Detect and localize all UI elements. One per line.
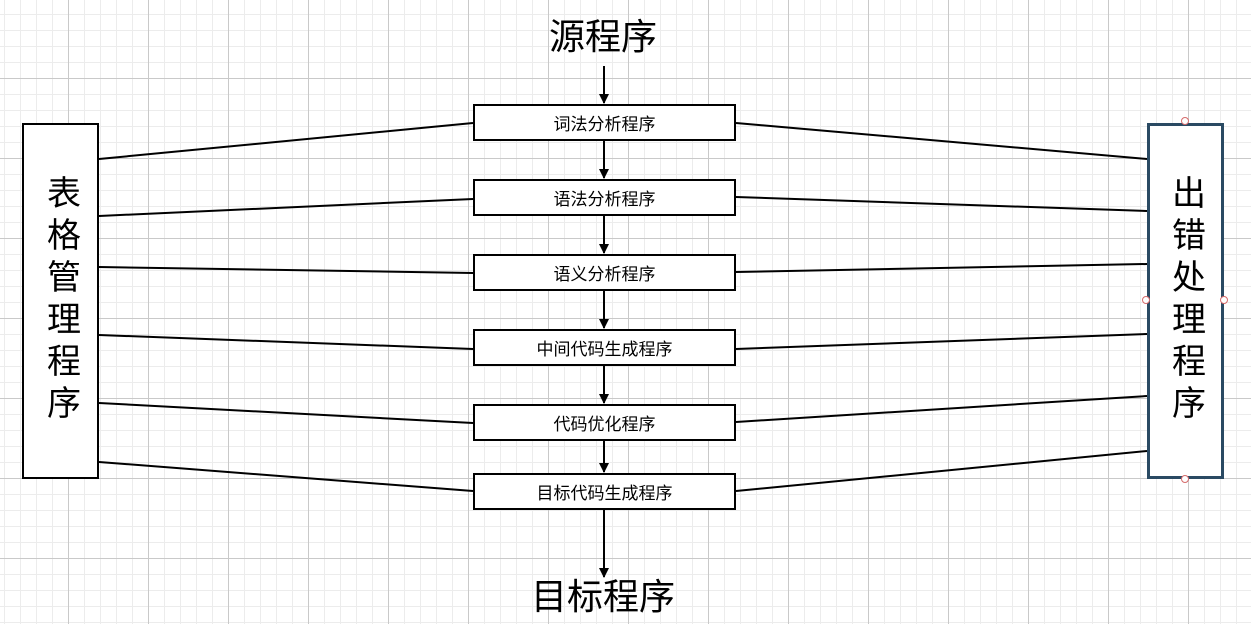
stage-box-target-code[interactable]: 目标代码生成程序 bbox=[473, 473, 736, 510]
target-program-label: 目标程序 bbox=[531, 577, 676, 618]
table-manager-link-intermediate bbox=[98, 334, 474, 350]
table-manager-link-semantic bbox=[98, 266, 474, 274]
selection-handle-left[interactable] bbox=[1142, 296, 1150, 304]
table-manager-link-syntax bbox=[98, 198, 474, 217]
error-handler-link-optimize bbox=[735, 395, 1148, 423]
table-manager-box[interactable]: 表格管理程序 bbox=[22, 123, 99, 479]
selection-handle-top[interactable] bbox=[1181, 117, 1189, 125]
connector-lines bbox=[98, 122, 1148, 492]
error-handler-link-syntax bbox=[735, 196, 1148, 212]
table-manager-link-lexical bbox=[98, 122, 474, 160]
error-handler-link-codegen bbox=[735, 450, 1148, 492]
selection-handle-bottom[interactable] bbox=[1181, 475, 1189, 483]
error-handler-box[interactable]: 出错处理程序 bbox=[1147, 123, 1224, 479]
error-handler-link-semantic bbox=[735, 263, 1148, 273]
source-program-label: 源程序 bbox=[549, 17, 658, 58]
table-manager-label: 表格管理程序 bbox=[40, 175, 81, 427]
stage-box-intermediate-code[interactable]: 中间代码生成程序 bbox=[473, 329, 736, 366]
error-handler-link-lexical bbox=[735, 122, 1148, 160]
error-handler-label: 出错处理程序 bbox=[1165, 175, 1206, 427]
table-manager-link-codegen bbox=[98, 461, 474, 492]
table-manager-link-optimize bbox=[98, 402, 474, 424]
error-handler-link-intermediate bbox=[735, 333, 1148, 350]
selection-handle-right[interactable] bbox=[1220, 296, 1228, 304]
stage-box-lexical[interactable]: 词法分析程序 bbox=[473, 104, 736, 141]
stage-box-code-optimization[interactable]: 代码优化程序 bbox=[473, 404, 736, 441]
stage-box-syntax[interactable]: 语法分析程序 bbox=[473, 179, 736, 216]
stage-box-semantic[interactable]: 语义分析程序 bbox=[473, 254, 736, 291]
